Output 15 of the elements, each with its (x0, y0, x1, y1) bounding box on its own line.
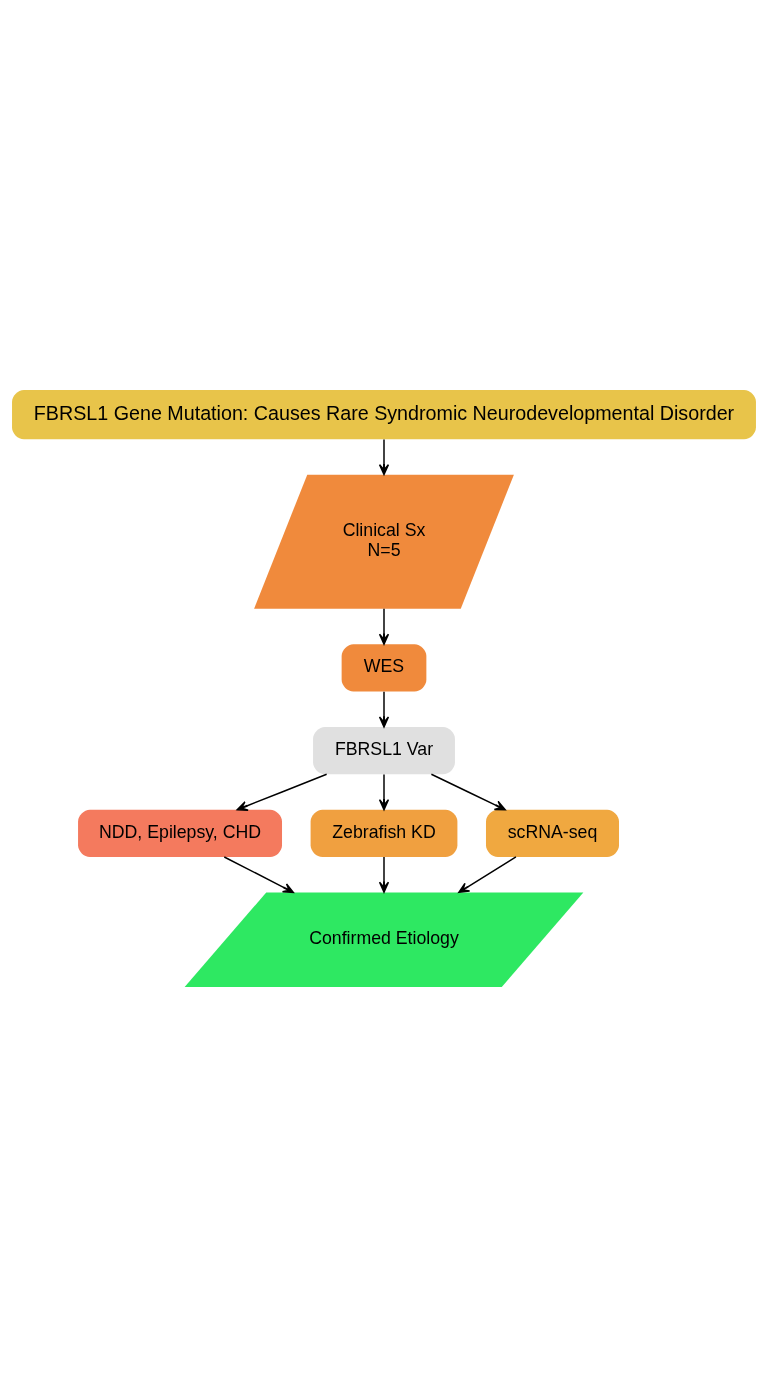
arrow (378, 690, 390, 728)
arrow (378, 438, 390, 475)
arrow (236, 773, 328, 811)
arrow (430, 773, 506, 810)
node-box: FBRSL1 Gene Mutation: Causes Rare Syndromic Neurodevelopmental Disorder (12, 389, 756, 439)
arrow (458, 855, 517, 893)
arrow (378, 607, 390, 645)
node-box: scRNA-seq (486, 809, 619, 857)
arrow (378, 773, 390, 810)
arrow (223, 855, 295, 893)
node-box: WES (341, 643, 427, 691)
node-box: FBRSL1 Var (313, 726, 455, 774)
node-box: Zebrafish KD (310, 809, 458, 857)
node-box: NDD, Epilepsy, CHD (78, 809, 282, 857)
arrow (378, 855, 390, 893)
